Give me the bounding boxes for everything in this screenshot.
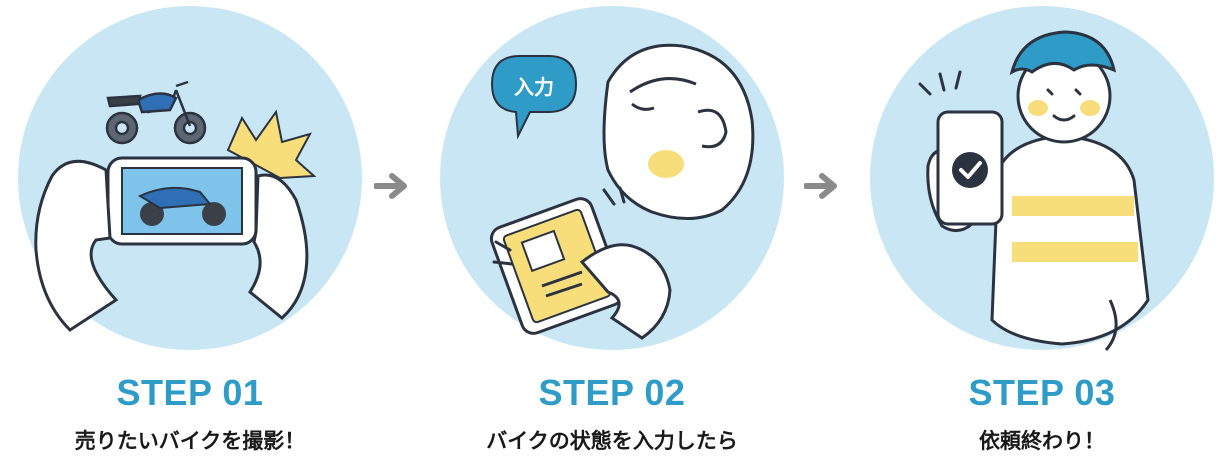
speech-bubble: 入力 — [490, 55, 578, 140]
phone-icon — [489, 197, 625, 335]
step-title: STEP 01 — [116, 372, 264, 413]
motorcycle-icon — [105, 80, 207, 145]
step-description: バイクの状態を入力したら — [486, 429, 738, 453]
input-info-illustration: 入力 — [440, 6, 784, 350]
step-description: 売りたいバイクを撮影！ — [74, 429, 306, 453]
step-description: 依頼終わり！ — [979, 429, 1105, 453]
checkmark-icon — [959, 161, 982, 179]
arrow-right-icon — [374, 173, 407, 199]
step-02: 入力 STEP 02 バイクの状態を入力したら — [432, 0, 792, 461]
photograph-bike-illustration — [18, 6, 362, 350]
bubble-label: 入力 — [514, 75, 554, 99]
step-title: STEP 02 — [538, 372, 686, 413]
arrow-right-icon — [804, 173, 837, 199]
phone-icon — [106, 156, 258, 246]
request-complete-illustration — [870, 6, 1214, 352]
step-01: STEP 01 売りたいバイクを撮影！ — [10, 0, 370, 461]
step-title: STEP 03 — [968, 372, 1116, 413]
phone-icon — [936, 110, 1004, 226]
step-03: STEP 03 依頼終わり！ — [862, 0, 1221, 461]
